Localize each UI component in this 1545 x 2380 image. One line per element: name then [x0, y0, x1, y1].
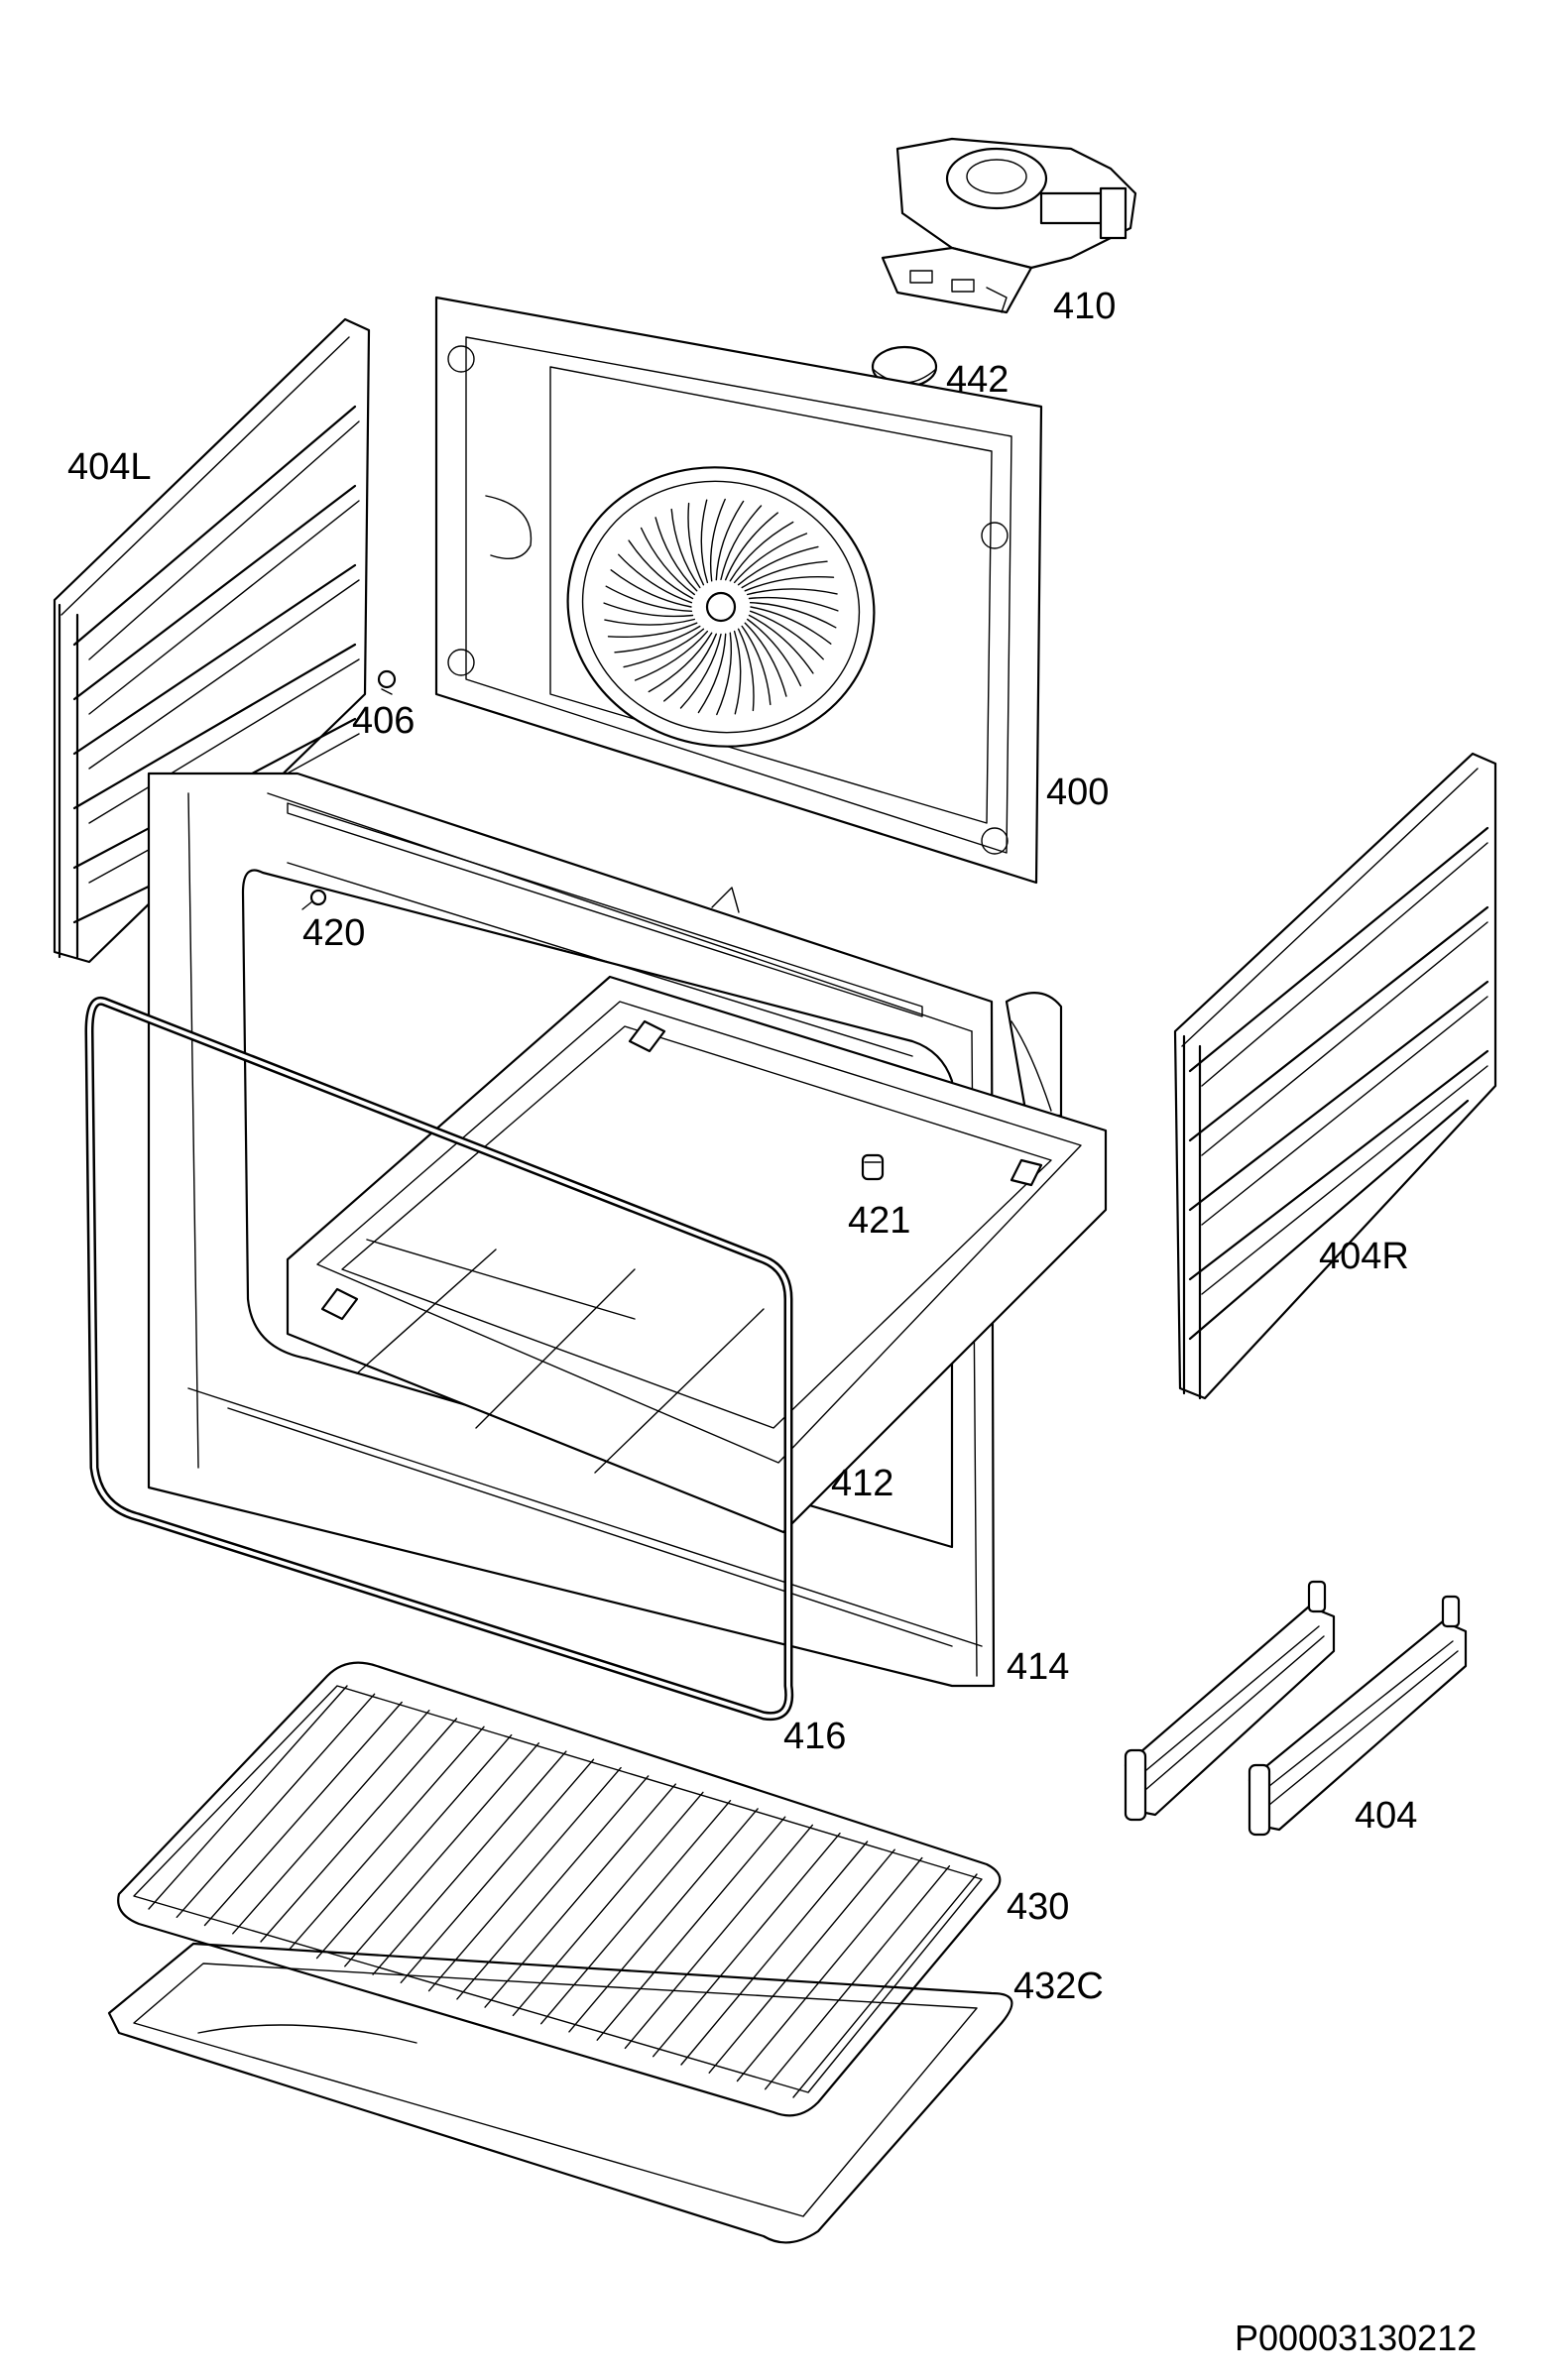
shelf-wire: [315, 1733, 513, 1960]
fan-cover-slot: [640, 527, 695, 596]
fan-cover-slot: [654, 517, 698, 592]
fan-cover-slot: [679, 633, 722, 709]
label-406: 406: [352, 700, 416, 742]
shelf-wire: [203, 1701, 403, 1927]
fan-cover-slot: [729, 521, 794, 582]
baking-tray-part-432C: [107, 1942, 1013, 2244]
shelf-wire: [653, 1833, 841, 2058]
fan-cover-slot: [747, 618, 802, 687]
right-shelf-support-404R: [1173, 752, 1497, 1400]
fan-cover-slot: [737, 545, 819, 586]
shelf-wire: [624, 1824, 813, 2050]
fan-cover-slot: [741, 625, 772, 706]
fan-cover-slot: [670, 508, 701, 589]
shelf-wire: [260, 1718, 458, 1943]
inner-frame-part-412: [286, 975, 1108, 1534]
fan-cover-slot: [744, 622, 787, 697]
fan-cover-slot: [737, 628, 755, 712]
shelf-wire: [148, 1685, 348, 1910]
shelf-wire: [596, 1816, 786, 2041]
label-414: 414: [1007, 1646, 1070, 1688]
shelf-wire: [372, 1750, 567, 1975]
fan-cover-slot: [747, 588, 838, 596]
shelf-wire: [568, 1808, 759, 2033]
bulb-part-421: [861, 1153, 885, 1181]
fan-cover-slot: [628, 539, 694, 600]
shelf-wire: [765, 1865, 951, 2090]
screw-part-420: [301, 889, 327, 910]
fan-cover-slot: [744, 575, 835, 592]
shelf-wire: [540, 1800, 732, 2025]
fan-cover-slot: [614, 625, 701, 654]
shelf-wire: [680, 1841, 869, 2066]
label-430: 430: [1007, 1886, 1070, 1928]
fan-cover-slot: [618, 553, 693, 604]
label-442: 442: [946, 359, 1010, 401]
shelf-wire: [288, 1726, 485, 1951]
fan-cover-slot: [749, 602, 837, 629]
telescopic-runners-part-404: [1124, 1580, 1468, 1837]
shelf-wire: [400, 1758, 595, 1983]
label-412: 412: [831, 1463, 894, 1504]
shelf-wire: [736, 1856, 923, 2082]
fan-cover-slot: [700, 499, 709, 584]
label-404L: 404L: [67, 446, 152, 488]
label-420: 420: [302, 912, 366, 954]
fan-cover-slot: [748, 596, 839, 612]
fan-cover-slot: [733, 533, 808, 584]
shelf-wire: [456, 1775, 650, 2000]
fan-cover-slot: [607, 622, 698, 639]
shelf-wire: [484, 1783, 676, 2008]
shelf-wire: [232, 1710, 430, 1935]
fan-cover-slot: [610, 569, 692, 608]
shelf-wire: [344, 1742, 539, 1967]
fan-motor-part-410: [881, 137, 1137, 314]
fan-cover-slot: [741, 560, 828, 589]
fan-cover-slot: [605, 585, 693, 612]
fan-cover-slot: [603, 602, 694, 618]
label-404R: 404R: [1319, 1236, 1409, 1277]
fan-cover-slot: [750, 606, 832, 645]
fan-cover-slot: [648, 632, 713, 693]
label-400: 400: [1046, 772, 1110, 813]
fan-cover-slot: [725, 512, 778, 581]
fan-cover-slot: [634, 630, 709, 681]
label-432C: 432C: [1013, 1965, 1104, 2007]
label-421: 421: [848, 1200, 911, 1242]
fan-cover-slot: [716, 632, 733, 716]
back-panel-part-400: [434, 296, 1043, 885]
label-416: 416: [783, 1716, 847, 1757]
shelf-wire: [176, 1693, 376, 1918]
shelf-wire: [792, 1873, 978, 2098]
label-410: 410: [1053, 286, 1117, 327]
fan-cover-slot: [623, 628, 705, 668]
fan-cover-slot: [715, 500, 745, 581]
shelf-wire: [708, 1848, 895, 2074]
door-gasket-part-416: [84, 996, 794, 1722]
fan-cover-slot: [709, 498, 726, 582]
left-shelf-support-404L: [53, 317, 371, 964]
fan-cover-slot: [748, 614, 814, 674]
fan-cover-slot: [749, 610, 824, 660]
fan-cover-slot: [733, 630, 742, 715]
wire-shelf-part-430: [117, 1661, 1002, 2117]
fan-cover-slot: [604, 618, 695, 626]
clip-part-406: [377, 669, 397, 695]
label-404: 404: [1355, 1795, 1418, 1837]
fan-cover-slot: [720, 505, 763, 581]
fan-cover-slot: [687, 502, 705, 586]
shelf-wire: [512, 1791, 704, 2017]
shelf-wire: [427, 1766, 622, 1992]
fan-cover-slot: [697, 633, 727, 714]
document-id: P00003130212: [1235, 2318, 1478, 2358]
fan-cover-slot: [663, 633, 717, 702]
